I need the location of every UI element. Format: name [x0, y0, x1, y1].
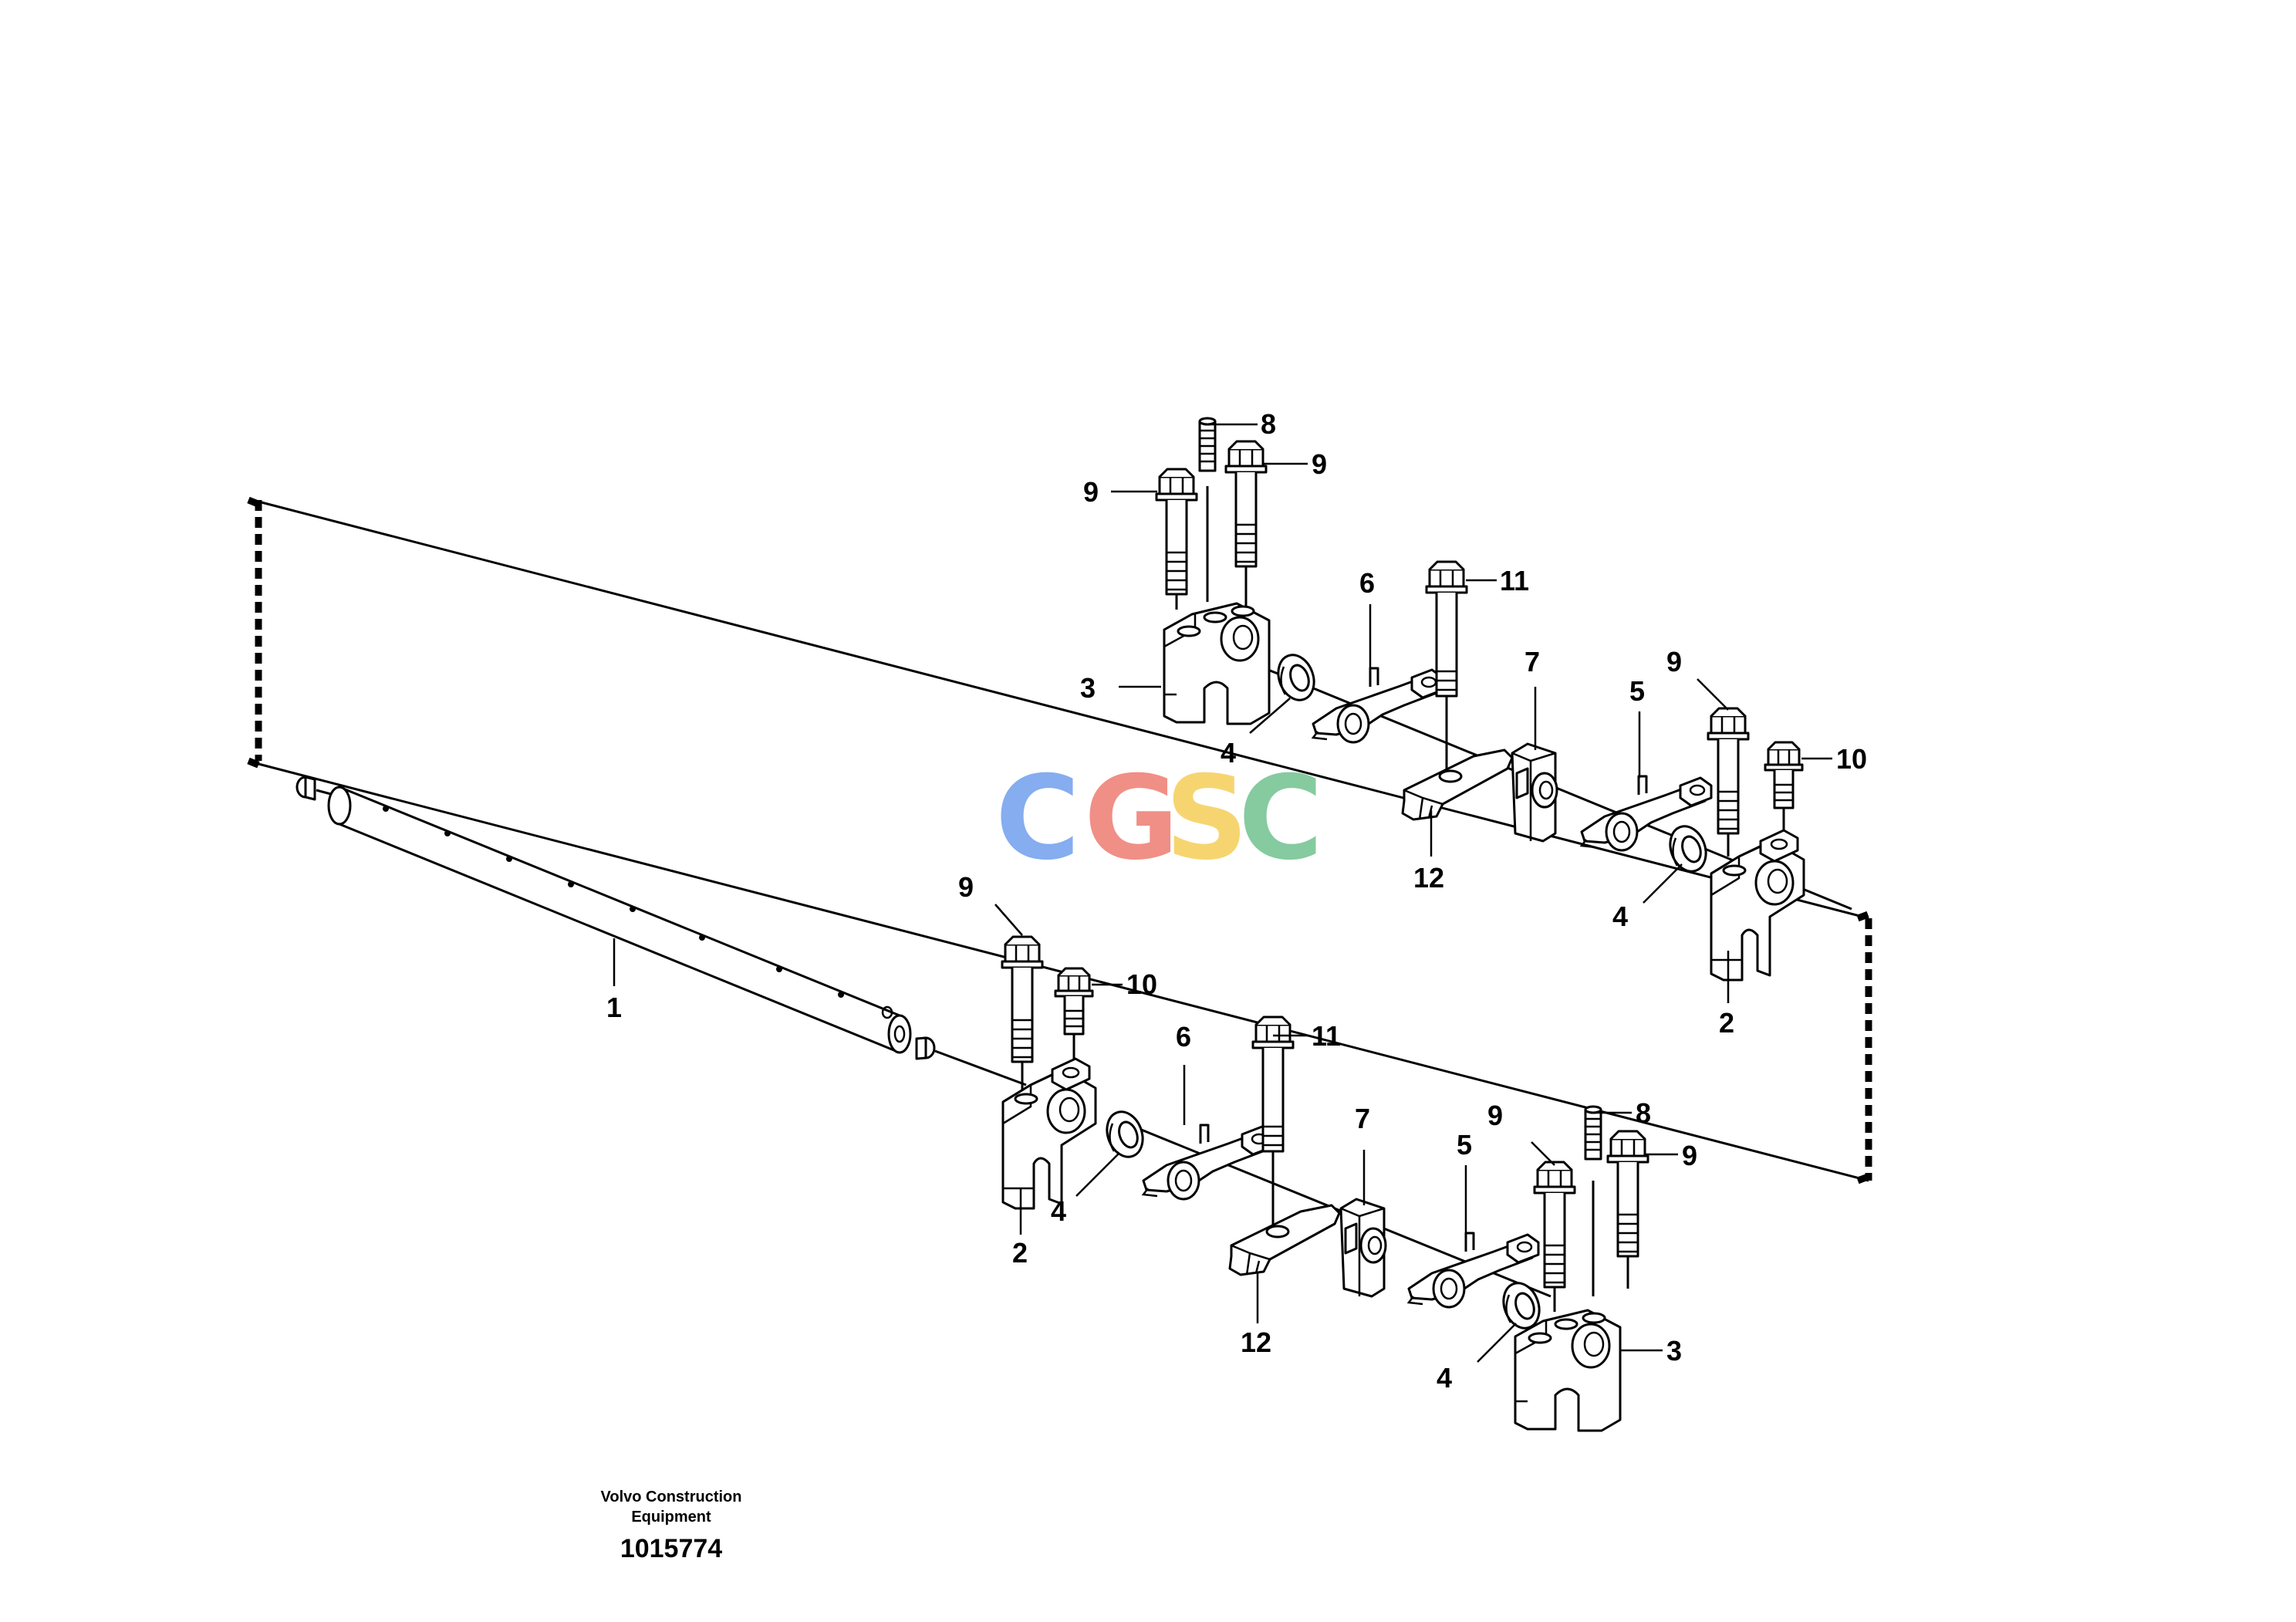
callout-4: 4 [1612, 901, 1628, 932]
lower-support [1339, 1198, 1387, 1298]
watermark-letter-3: S [1165, 752, 1248, 886]
callout-9: 9 [958, 871, 974, 903]
lower-bolt-end [1001, 935, 1044, 1063]
callout-labels: 8 9 9 3 4 6 11 7 5 9 10 12 4 2 1 9 10 6 … [606, 408, 1867, 1394]
callout-9: 9 [1083, 476, 1099, 508]
lower-bolt-right [1606, 1130, 1649, 1258]
callout-7: 7 [1355, 1103, 1370, 1134]
lower-washer-left [1099, 1105, 1150, 1164]
callout-5: 5 [1629, 675, 1645, 707]
callout-8: 8 [1636, 1097, 1651, 1129]
watermark-letter-1: C [995, 752, 1080, 886]
connection-line-top [258, 500, 1869, 920]
upper-short-bolt [1764, 741, 1804, 809]
upper-bolt-left [1155, 468, 1198, 596]
callout-9: 9 [1312, 448, 1327, 480]
callout-6: 6 [1359, 567, 1375, 599]
lower-rocker-left [1142, 1124, 1275, 1201]
dashed-bracket-right [1856, 910, 1872, 1184]
callout-4: 4 [1437, 1362, 1452, 1394]
lower-bracket-stud [1514, 1309, 1622, 1432]
callout-10: 10 [1836, 743, 1867, 775]
callout-7: 7 [1524, 646, 1540, 678]
upper-stud [1198, 417, 1217, 472]
caption-company-line1: Volvo Construction [601, 1489, 742, 1505]
upper-bolt-end [1707, 707, 1750, 835]
rocker-shaft [295, 776, 936, 1060]
callout-12: 12 [1413, 862, 1444, 894]
callout-11: 11 [1312, 1020, 1341, 1052]
upper-support [1511, 742, 1558, 843]
callout-12: 12 [1241, 1326, 1271, 1358]
caption-company-line2: Equipment [631, 1509, 711, 1526]
callout-5: 5 [1457, 1129, 1472, 1161]
upper-bracket-end [1710, 829, 1805, 982]
callout-9: 9 [1682, 1140, 1697, 1171]
callout-3: 3 [1666, 1335, 1682, 1367]
callout-4: 4 [1221, 737, 1236, 769]
callout-10: 10 [1126, 968, 1157, 1000]
upper-bolt-right [1224, 440, 1268, 568]
watermark-letter-4: C [1238, 752, 1323, 886]
lower-bridge [1228, 1204, 1341, 1276]
leader-lines [613, 423, 1832, 1363]
callout-4: 4 [1051, 1195, 1066, 1227]
callout-6: 6 [1176, 1021, 1191, 1053]
cgsc-watermark-logo: C G S C [995, 752, 1323, 886]
callout-3: 3 [1080, 672, 1096, 704]
watermark-letter-2: G [1084, 752, 1179, 886]
callout-9: 9 [1666, 646, 1682, 678]
upper-bracket-stud [1163, 602, 1271, 725]
lower-stud [1584, 1105, 1602, 1161]
lower-bolt-left [1533, 1161, 1576, 1289]
upper-rocker-left [1312, 667, 1444, 744]
drawing-caption: Volvo Construction Equipment 1015774 [601, 1489, 742, 1563]
callout-2: 2 [1012, 1237, 1028, 1269]
drawing-number: 1015774 [620, 1534, 722, 1563]
lower-short-bolt [1054, 967, 1094, 1036]
upper-washer-left [1271, 648, 1322, 707]
upper-bridge [1401, 748, 1514, 821]
callout-8: 8 [1261, 408, 1276, 440]
callout-11: 11 [1500, 565, 1529, 596]
dashed-bracket-left [247, 496, 262, 769]
callout-1: 1 [606, 992, 622, 1023]
callout-2: 2 [1719, 1007, 1734, 1039]
callout-9: 9 [1487, 1100, 1503, 1131]
